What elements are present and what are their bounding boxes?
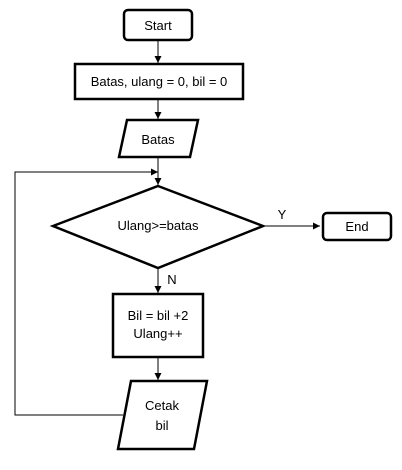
connector-loop-back [14, 168, 158, 416]
start-terminal [122, 8, 194, 42]
output-parallelogram [116, 379, 209, 451]
decision-diamond [49, 184, 267, 270]
input-label: Batas [141, 132, 175, 147]
end-terminal [321, 211, 393, 242]
process-line-2: Ulang++ [133, 326, 182, 341]
yes-label: Y [278, 207, 287, 222]
process-line-1: Bil = bil +2 [128, 308, 189, 323]
end-label: End [345, 219, 368, 234]
init-process-box [73, 62, 245, 101]
output-line-2: bil [155, 418, 168, 433]
no-label: N [167, 272, 176, 287]
input-parallelogram [117, 118, 200, 159]
decision-label: Ulang>=batas [118, 218, 199, 233]
init-label: Batas, ulang = 0, bil = 0 [91, 74, 228, 89]
increment-process-box [111, 292, 205, 359]
start-label: Start [144, 18, 172, 33]
output-line-1: Cetak [145, 398, 179, 413]
